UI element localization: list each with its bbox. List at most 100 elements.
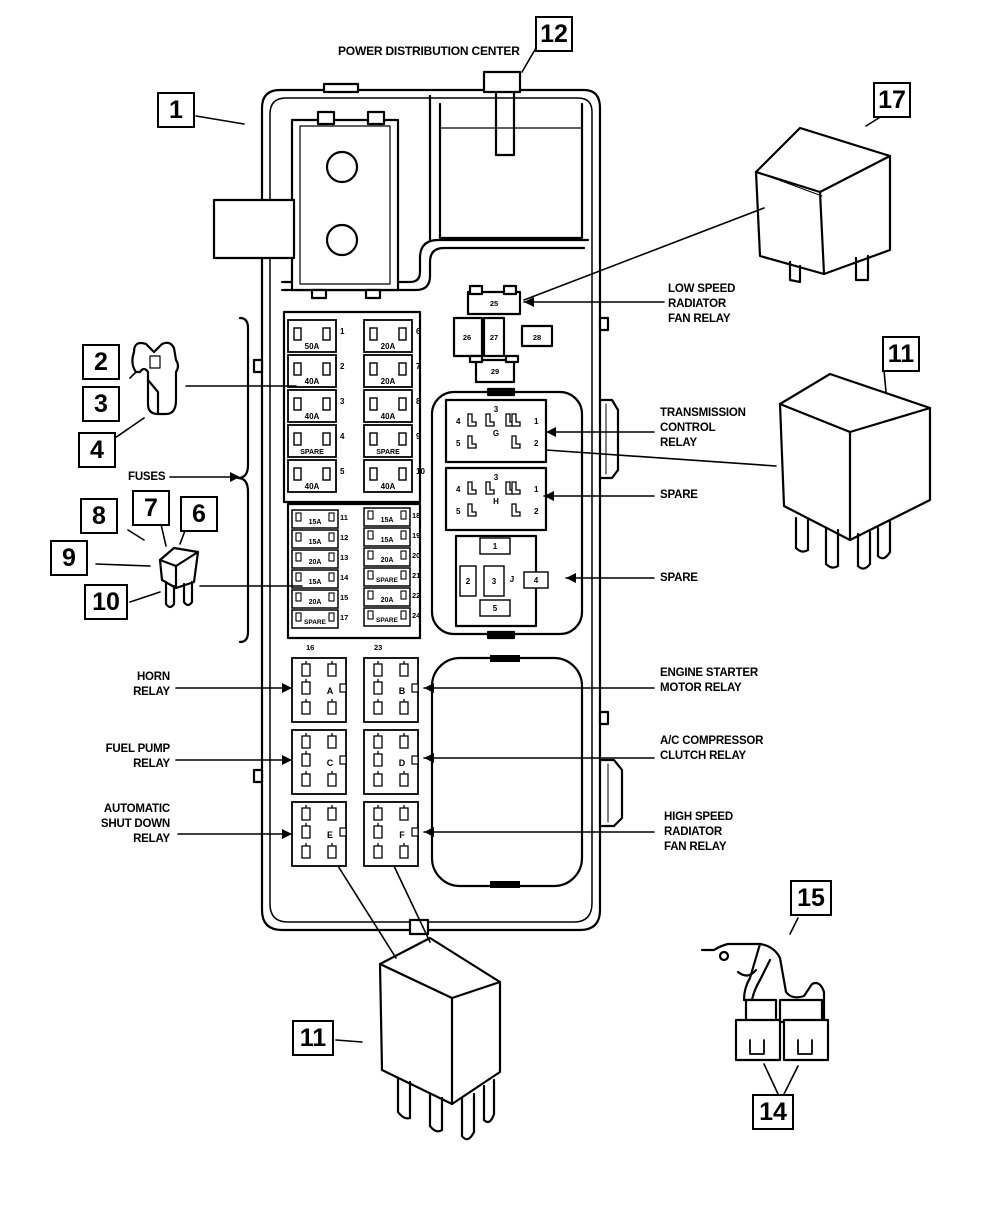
- fuse-terminal: [328, 532, 335, 542]
- fuse-terminal: [322, 432, 331, 446]
- mini-fuse-cavity: [363, 507, 411, 527]
- maxi-fuse-number: 8: [416, 397, 421, 406]
- relay-terminal: [373, 823, 383, 839]
- maxi-fuse-number: 5: [340, 467, 345, 476]
- relay-terminal: [301, 805, 311, 821]
- micro-relay-terminal: [523, 571, 549, 589]
- relay-letter: C: [327, 758, 334, 768]
- mini-fuse-number: 13: [340, 553, 348, 562]
- relay-terminal: [301, 733, 311, 749]
- maxi-fuse-rating: 20A: [381, 377, 396, 386]
- maxi-fuse-rating: 20A: [381, 342, 396, 351]
- relay-latch: [411, 755, 419, 765]
- relay-latch: [411, 683, 419, 693]
- micro-pin-number: 2: [466, 577, 471, 586]
- callout-11-right: 11: [882, 336, 920, 372]
- fuse-terminal: [400, 510, 407, 520]
- micro-pin-number: 1: [493, 542, 498, 551]
- iso-terminal: [511, 503, 521, 517]
- iso-terminal: [467, 435, 477, 449]
- relay-cavity-c: [291, 729, 347, 795]
- relay-17: [754, 126, 892, 284]
- fuse-terminal: [295, 592, 302, 602]
- relay-terminal: [399, 771, 409, 787]
- mini-fuse-block: [286, 502, 422, 640]
- relay-letter: F: [399, 830, 405, 840]
- fuse-terminal: [322, 362, 331, 376]
- iso-pin-number: 1: [534, 417, 539, 426]
- mini-fuse-cavity: [363, 547, 411, 567]
- low-speed-cavity-number: 25: [490, 299, 498, 308]
- relay-letter: B: [399, 686, 406, 696]
- label-starter-relay: ENGINE STARTER MOTOR RELAY: [660, 667, 758, 694]
- fuse-terminal: [398, 327, 407, 341]
- mini-fuse-cavity: [291, 529, 339, 549]
- relay-terminal: [301, 751, 311, 767]
- iso-pin-number: 2: [534, 439, 539, 448]
- relay-latch: [339, 683, 347, 693]
- relay-terminal: [301, 679, 311, 695]
- blade-fuse-part: [158, 546, 200, 609]
- mini-fuse-rating: 20A: [381, 597, 394, 604]
- maxi-fuse-rating: 50A: [305, 342, 320, 351]
- mini-fuse-number: 24: [412, 611, 421, 620]
- mini-fuse-number: 11: [340, 513, 348, 522]
- relay-terminal: [373, 751, 383, 767]
- fuse-terminal: [400, 590, 407, 600]
- relay-terminal: [373, 679, 383, 695]
- iso-pin-number: 5: [456, 507, 461, 516]
- mini-fuse-cavity: [291, 609, 339, 629]
- low-speed-cavity-number: 27: [490, 333, 498, 342]
- fuse-terminal: [322, 327, 331, 341]
- relay-terminal: [373, 699, 383, 715]
- fuse-terminal: [328, 572, 335, 582]
- mini-fuse-number: 23: [374, 643, 382, 652]
- relay-letter: E: [327, 830, 333, 840]
- relay-latch: [411, 827, 419, 837]
- fuse-terminal: [293, 467, 302, 481]
- fuse-terminal: [398, 432, 407, 446]
- mini-fuse-cavity: [363, 567, 411, 587]
- callout-4: 4: [78, 432, 116, 468]
- fuse-terminal: [400, 530, 407, 540]
- maxi-fuse-number: 9: [416, 432, 421, 441]
- relay-terminal: [301, 843, 311, 859]
- iso-pin-number: 3: [494, 405, 499, 414]
- fuse-terminal: [400, 550, 407, 560]
- mini-fuse-cavity: [291, 549, 339, 569]
- relay-terminal: [327, 805, 337, 821]
- label-high-speed-fan-relay: HIGH SPEED RADIATOR FAN RELAY: [664, 811, 733, 853]
- callout-11-bottom: 11: [292, 1020, 334, 1056]
- fuse-terminal: [328, 612, 335, 622]
- fuse-terminal: [398, 397, 407, 411]
- mini-fuse-rating: 15A: [309, 579, 322, 586]
- relay-11-transmission: [778, 372, 932, 570]
- arrowheads: [230, 297, 576, 839]
- low-speed-cavity-number: 26: [463, 333, 471, 342]
- fuse-terminal: [322, 467, 331, 481]
- micro-pin-number: 3: [492, 577, 497, 586]
- fuse-terminal: [293, 397, 302, 411]
- fuse-terminal: [369, 362, 378, 376]
- mini-fuse-rating: 20A: [381, 557, 394, 564]
- mini-fuse-number: 21: [412, 571, 420, 580]
- iso-pin-number: 4: [456, 485, 461, 494]
- relay-terminal: [327, 843, 337, 859]
- mini-fuse-rating: 15A: [381, 517, 394, 524]
- relay-terminal: [373, 843, 383, 859]
- label-spare-g-h: SPARE: [660, 489, 698, 501]
- iso-pin-number: 5: [456, 439, 461, 448]
- fuses-bracket: [236, 316, 250, 644]
- mini-fuse-rating: SPARE: [376, 577, 399, 584]
- relay-terminal: [399, 661, 409, 677]
- b-plus-stud-block: [212, 110, 400, 300]
- micro-relay-terminal: [483, 565, 505, 597]
- callout-15: 15: [790, 880, 832, 916]
- relay-letter: A: [327, 686, 334, 696]
- maxi-fuse-rating: 40A: [381, 412, 396, 421]
- iso-pin-number: 2: [534, 507, 539, 516]
- fuse-terminal: [367, 510, 374, 520]
- label-horn-relay: HORN RELAY: [133, 671, 170, 698]
- relay-terminal: [301, 699, 311, 715]
- maxi-fuse-rating: 40A: [305, 482, 320, 491]
